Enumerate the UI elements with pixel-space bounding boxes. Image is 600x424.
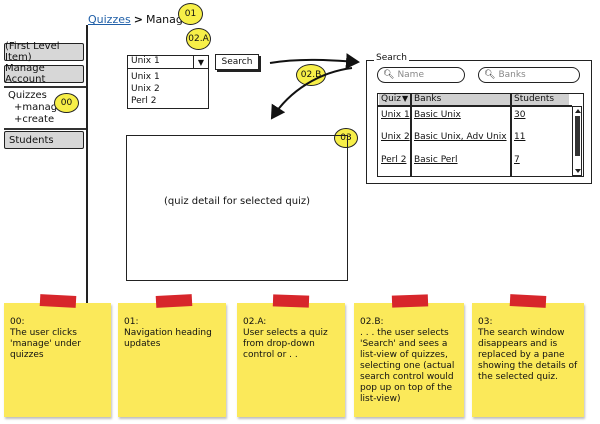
marker-02a: 02.A <box>186 28 211 50</box>
sidebar-divider <box>4 128 86 130</box>
table-cell-students[interactable]: 7 <box>514 155 520 165</box>
note-label: 02.B: <box>360 317 384 327</box>
sidebar-quizzes-create[interactable]: +create <box>14 114 55 125</box>
sticky-note-03: 03: The search window disappears and is … <box>472 303 584 417</box>
header-divider <box>377 105 572 107</box>
banks-field-placeholder: Banks <box>498 70 526 80</box>
column-header-label: Quiz <box>381 94 402 104</box>
sidebar-manage-account[interactable]: Manage Account <box>4 63 84 85</box>
tape-decoration <box>391 294 429 308</box>
note-text: User selects a quiz from drop-down contr… <box>243 328 328 360</box>
table-cell-students[interactable]: 30 <box>514 110 526 120</box>
note-text: The user clicks 'manage' under quizzes <box>10 328 81 360</box>
column-divider <box>410 93 412 177</box>
note-label: 00: <box>10 317 25 327</box>
dropdown-option[interactable]: Unix 1 <box>131 72 160 82</box>
search-window-title: Search <box>374 53 409 63</box>
quiz-detail-pane <box>126 135 348 281</box>
sidebar-border <box>86 25 88 311</box>
tape-decoration <box>272 294 310 308</box>
search-button[interactable]: Search <box>215 54 259 70</box>
quiz-dropdown[interactable]: Unix 1 <box>127 55 209 69</box>
arrow-to-detail-pane <box>270 67 353 120</box>
quiz-detail-text: (quiz detail for selected quiz) <box>163 196 310 207</box>
marker-00: 00 <box>54 93 79 113</box>
breadcrumb-separator: > <box>133 13 143 26</box>
table-cell-quiz[interactable]: Unix 2 <box>381 132 410 142</box>
results-table-header <box>379 94 569 105</box>
search-icon: 🔍︎ <box>383 70 395 80</box>
sort-down-icon[interactable]: ▼ <box>402 94 409 103</box>
note-text: . . . the user selects 'Search' and sees… <box>360 328 455 404</box>
dropdown-option[interactable]: Perl 2 <box>131 96 157 106</box>
tape-decoration <box>155 294 193 308</box>
marker-03: 03 <box>334 128 358 148</box>
table-cell-banks[interactable]: Basic Perl <box>414 155 458 165</box>
sidebar-students[interactable]: Students <box>4 131 84 149</box>
sticky-note-02a: 02.A: User selects a quiz from drop-down… <box>237 303 345 417</box>
column-header-quiz[interactable]: Quiz▼ <box>381 94 408 104</box>
sidebar-first-level-item[interactable]: (First Level Item) <box>4 41 84 63</box>
sidebar-quizzes-heading: Quizzes <box>8 90 47 101</box>
table-cell-quiz[interactable]: Perl 2 <box>381 155 407 165</box>
column-divider <box>510 93 512 177</box>
arrow-to-search-window <box>269 53 360 70</box>
chevron-down-icon[interactable]: ▼ <box>193 55 209 69</box>
sidebar-quizzes-manage[interactable]: +manage <box>14 102 64 113</box>
results-table <box>377 93 584 177</box>
scroll-thumb <box>575 116 580 156</box>
search-window <box>366 60 592 184</box>
note-label: 03: <box>478 317 493 327</box>
scroll-down-icon <box>575 169 581 173</box>
table-cell-quiz[interactable]: Unix 1 <box>381 110 410 120</box>
sticky-note-02b: 02.B: . . . the user selects 'Search' an… <box>354 303 464 417</box>
results-scrollbar[interactable] <box>572 106 582 176</box>
marker-01: 01 <box>178 3 203 25</box>
column-header-banks[interactable]: Banks <box>414 94 442 104</box>
note-label: 01: <box>124 317 139 327</box>
name-field-placeholder: Name <box>397 70 424 80</box>
breadcrumb: Quizzes>Manage <box>88 13 190 26</box>
note-text: The search window disappears and is repl… <box>478 328 578 382</box>
dropdown-option[interactable]: Unix 2 <box>131 84 160 94</box>
tape-decoration <box>39 294 77 308</box>
tape-decoration <box>509 294 547 308</box>
note-label: 02.A: <box>243 317 267 327</box>
quiz-dropdown-list: Unix 1 Unix 2 Perl 2 <box>127 69 209 109</box>
sidebar-divider <box>4 86 86 88</box>
breadcrumb-quizzes-link[interactable]: Quizzes <box>88 13 131 26</box>
table-cell-students[interactable]: 11 <box>514 132 526 142</box>
table-cell-banks[interactable]: Basic Unix <box>414 110 461 120</box>
note-text: Navigation heading updates <box>124 328 212 349</box>
banks-field[interactable]: 🔍︎ Banks <box>478 67 580 83</box>
scroll-up-icon <box>575 109 581 113</box>
sticky-note-00: 00: The user clicks 'manage' under quizz… <box>4 303 111 417</box>
sticky-note-01: 01: Navigation heading updates <box>118 303 226 417</box>
name-field[interactable]: 🔍︎ Name <box>377 67 465 83</box>
column-header-students[interactable]: Students <box>514 94 555 104</box>
table-cell-banks[interactable]: Basic Unix, Adv Unix <box>414 132 507 142</box>
search-icon: 🔍︎ <box>484 70 496 80</box>
